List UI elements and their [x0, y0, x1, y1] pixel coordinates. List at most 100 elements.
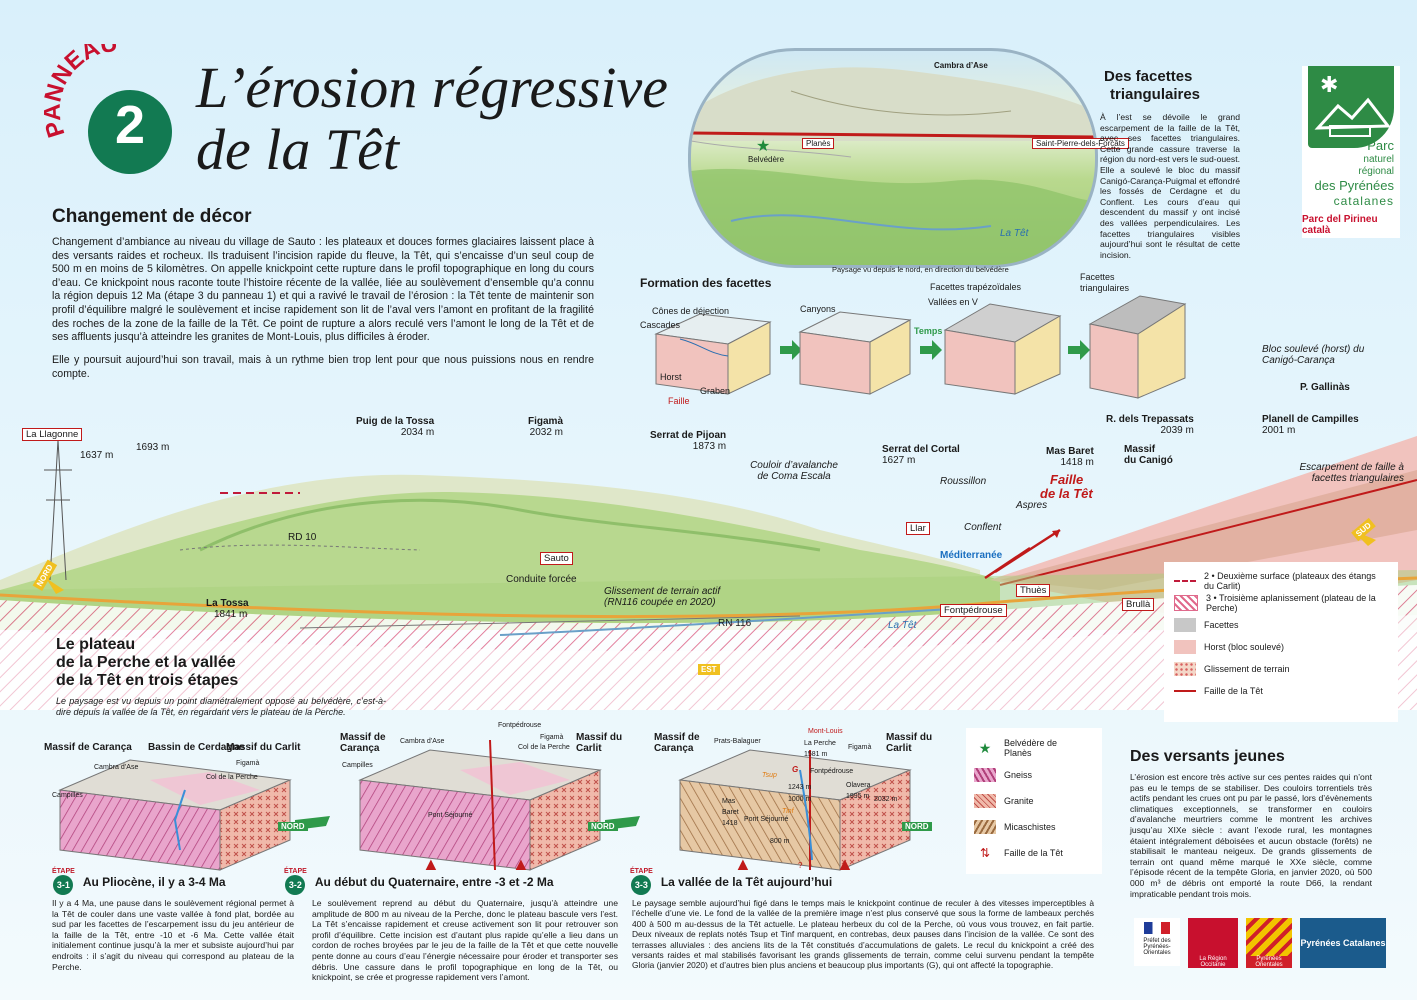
fault-arrows-icon: ⇅ [979, 846, 991, 860]
label-glissement: Glissement de terrain actif (RN116 coupé… [604, 586, 721, 608]
s3-pont: Pont Séjourné [744, 816, 789, 823]
belvedere-star-icon: ★ [756, 138, 771, 155]
legend-faille-tet: ⇅ Faille de la Têt [974, 840, 1094, 866]
step2-header: ÉTAPE 3-2 Au début du Quaternaire, entre… [284, 868, 554, 895]
s1-nord: NORD [278, 822, 308, 831]
step2-badge: 3-2 [285, 875, 306, 895]
label-faille-l2: de la Têt [1040, 486, 1093, 501]
uplift-arrow-icon: ▲ [512, 854, 530, 874]
logo-line5: catalanes [1333, 194, 1394, 208]
label-la-tet-top: La Têt [1000, 228, 1029, 239]
s2-nord: NORD [588, 822, 618, 831]
step3-badge: 3-3 [631, 875, 652, 895]
s3-carança: Massif de Carança [654, 732, 700, 754]
step2-title: Au début du Quaternaire, entre -3 et -2 … [314, 874, 554, 889]
step2-etape: ÉTAPE [284, 868, 307, 875]
label-conflent: Conflent [964, 522, 1002, 533]
label-saint-pierre: Saint-Pierre-dels-Forcats [1032, 138, 1129, 149]
legend-item-facettes: Facettes [1174, 614, 1388, 636]
label-couloir: Couloir d’avalanche de Coma Escala [750, 460, 838, 482]
label-rn116: RN 116 [718, 618, 752, 629]
formation-label-faille: Faille [668, 396, 690, 406]
s3-prats: Prats-Balaguer [714, 738, 761, 745]
s1-figama: Figamà [236, 760, 260, 767]
parc-logo-emblem: ✱ [1308, 66, 1394, 148]
s3-carlit: Massif du Carlit [886, 732, 933, 754]
s3-2032: 2032 m [874, 796, 898, 803]
step1-etape: ÉTAPE [52, 868, 75, 875]
partner-occitanie: La Région Occitanie [1188, 918, 1238, 968]
s3-g: G [792, 765, 799, 774]
facettes-heading-2: triangulaires [1110, 86, 1201, 103]
logo-line2: naturel [1363, 154, 1394, 165]
legend-belvedere: ★ Belvédère de Planès [974, 734, 1094, 762]
s3-fontpedrouse: Fontpédrouse [810, 768, 854, 775]
changement-heading: Changement de décor [52, 206, 252, 227]
svg-text:✱: ✱ [1320, 73, 1338, 98]
logo-line1: Parc [1367, 138, 1394, 153]
s3-1000: 1000 m [788, 796, 812, 803]
label-aspres: Aspres [1016, 500, 1048, 511]
step1-header: ÉTAPE 3-1 Au Pliocène, il y a 3-4 Ma [52, 868, 226, 895]
legend-item-deuxieme-surface: 2 • Deuxième surface (plateaux des étang… [1174, 570, 1388, 592]
legend-micaschistes: Micaschistes [974, 814, 1094, 840]
label-la-tossa: La Tossa [206, 598, 249, 609]
logo-line3: régional [1358, 166, 1394, 177]
peak-la-llagonne: La Llagonne [22, 428, 83, 441]
s2-carlit: Massif du Carlit [576, 732, 623, 754]
step1-badge: 3-1 [53, 875, 74, 895]
s1-col: Col de la Perche [206, 774, 258, 781]
s1-campilles: Campilles [52, 792, 83, 799]
legend-item-troisieme: 3 • Troisième aplanissement (plateau de … [1174, 592, 1388, 614]
page-title-line1: L’érosion régressive [196, 55, 668, 120]
panneau-badge: PANNEAU [44, 44, 172, 174]
label-brulla: Brullà [1122, 598, 1155, 611]
logo-tagline: Parc del Pirineu català [1302, 214, 1378, 236]
label-cambra-ase: Cambra d’Ase [934, 61, 988, 70]
step1-text: Il y a 4 Ma, une pause dans le soulèveme… [52, 898, 294, 972]
direction-est: EST [698, 664, 720, 675]
formation-diagrams [654, 295, 1187, 399]
versants-text: L’érosion est encore très active sur ces… [1130, 772, 1372, 899]
step2-text: Le soulèvement reprend au début du Quate… [312, 898, 618, 983]
label-planes: Planès [802, 138, 835, 149]
legend-item-faille: Faille de la Têt [1174, 680, 1388, 702]
step3-etape: ÉTAPE [630, 868, 653, 875]
s3-tinf: Tinf [782, 808, 794, 815]
s3-olavera: Olavera 1995 m [846, 782, 871, 800]
versants-heading: Des versants jeunes [1130, 748, 1285, 765]
step3-header: ÉTAPE 3-3 La vallée de la Têt aujourd’hu… [630, 868, 832, 895]
uplift-arrow-icon: ▲ [422, 854, 440, 874]
step3-text: Le paysage semble aujourd’hui figé dans … [632, 898, 1094, 971]
label-thues: Thuès [1016, 584, 1051, 597]
label-rd10: RD 10 [288, 532, 317, 543]
page-title-line2: de la Têt [196, 117, 399, 182]
changement-p2: Elle y poursuit aujourd’hui son travail,… [52, 354, 594, 380]
legend-item-glissement: Glissement de terrain [1174, 658, 1388, 680]
s3-1243: 1243 m [788, 784, 812, 791]
step-diagrams [58, 739, 912, 871]
panorama-oval [688, 48, 1098, 268]
label-mediterranee: Méditerranée [940, 550, 1003, 561]
s2-cambra: Cambra d’Ase [400, 738, 445, 745]
label-llar: Llar [906, 522, 930, 535]
parc-logo: ✱ Parc naturel régional des Pyrénées cat… [1302, 66, 1400, 238]
plateau-heading-2: de la Perche et la vallée [56, 654, 236, 671]
s3-mont-louis: Mont-Louis [808, 728, 843, 735]
partner-prefet: Préfet des Pyrénées-Orientales [1134, 918, 1180, 966]
peak-gallinas: P. Gallinàs [1300, 382, 1350, 393]
step3-title: La vallée de la Têt aujourd’hui [660, 874, 833, 889]
peak-1693: 1693 m [136, 442, 170, 453]
s2-col: Col de la Perche [518, 744, 570, 751]
label-escarpement: Escarpement de faille à facettes triangu… [1299, 462, 1404, 484]
s3-800: 800 m [770, 838, 790, 845]
facettes-text: À l’est se dévoile le grand escarpement … [1100, 112, 1240, 260]
legend-granite: Granite [974, 788, 1094, 814]
label-roussillon: Roussillon [940, 476, 987, 487]
